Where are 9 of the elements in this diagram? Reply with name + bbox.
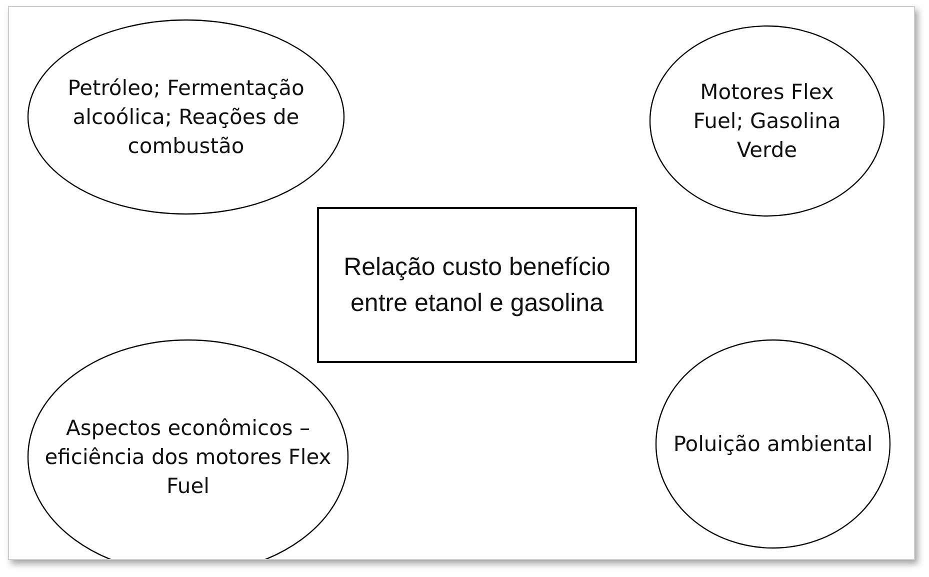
node-text: Relação custo benefício entre etanol e gasolina — [342, 252, 612, 319]
topic-ellipse — [655, 339, 891, 549]
node-text: Poluição ambiental — [673, 430, 873, 458]
topic-ellipse — [27, 19, 345, 215]
node-text: Aspectos econômicos – eficiência dos motores Flex Fuel — [44, 414, 332, 500]
topic-ellipse — [649, 25, 885, 217]
central-topic-box — [317, 207, 637, 363]
node-text: Petróleo; Fermentação alcoólica; Reações de combustão — [66, 74, 306, 160]
node-text: Motores Flex Fuel; Gasolina Verde — [692, 78, 842, 164]
